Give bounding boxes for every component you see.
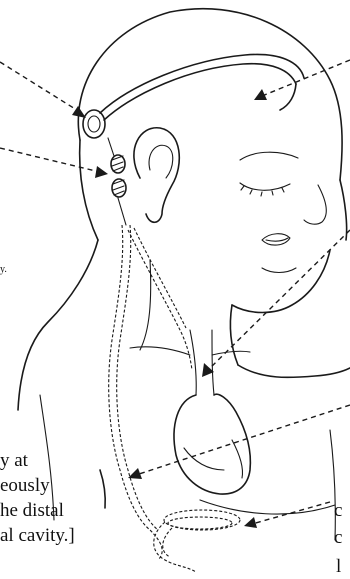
ventricular-catheter [100,54,304,120]
caption: y at eously he distal al cavity.] [0,450,75,546]
arrow-valve [0,62,86,118]
caption-line-1: y at [0,450,29,471]
right-fragment-1: c [334,500,342,521]
caption-line-2: eously [0,475,50,496]
torso-outline [18,240,350,540]
heart-and-vessels [130,330,335,514]
shunt-valve [83,110,105,138]
head-outline [78,9,346,365]
connector-beads [108,138,126,225]
right-fragment-2: c [334,527,342,548]
arrow-atrial-catheter [202,230,350,377]
face-features [240,152,326,272]
ear [134,128,179,223]
right-fragment-3: l [336,556,341,577]
side-text: y. [0,264,7,275]
caption-line-3: he distal [0,500,64,521]
arrow-connector [0,148,108,178]
caption-line-4: al cavity.] [0,525,75,546]
arrow-peritoneal-coil [244,502,330,528]
peritoneal-coil [154,510,240,572]
right-fragments: c c l [334,500,342,577]
